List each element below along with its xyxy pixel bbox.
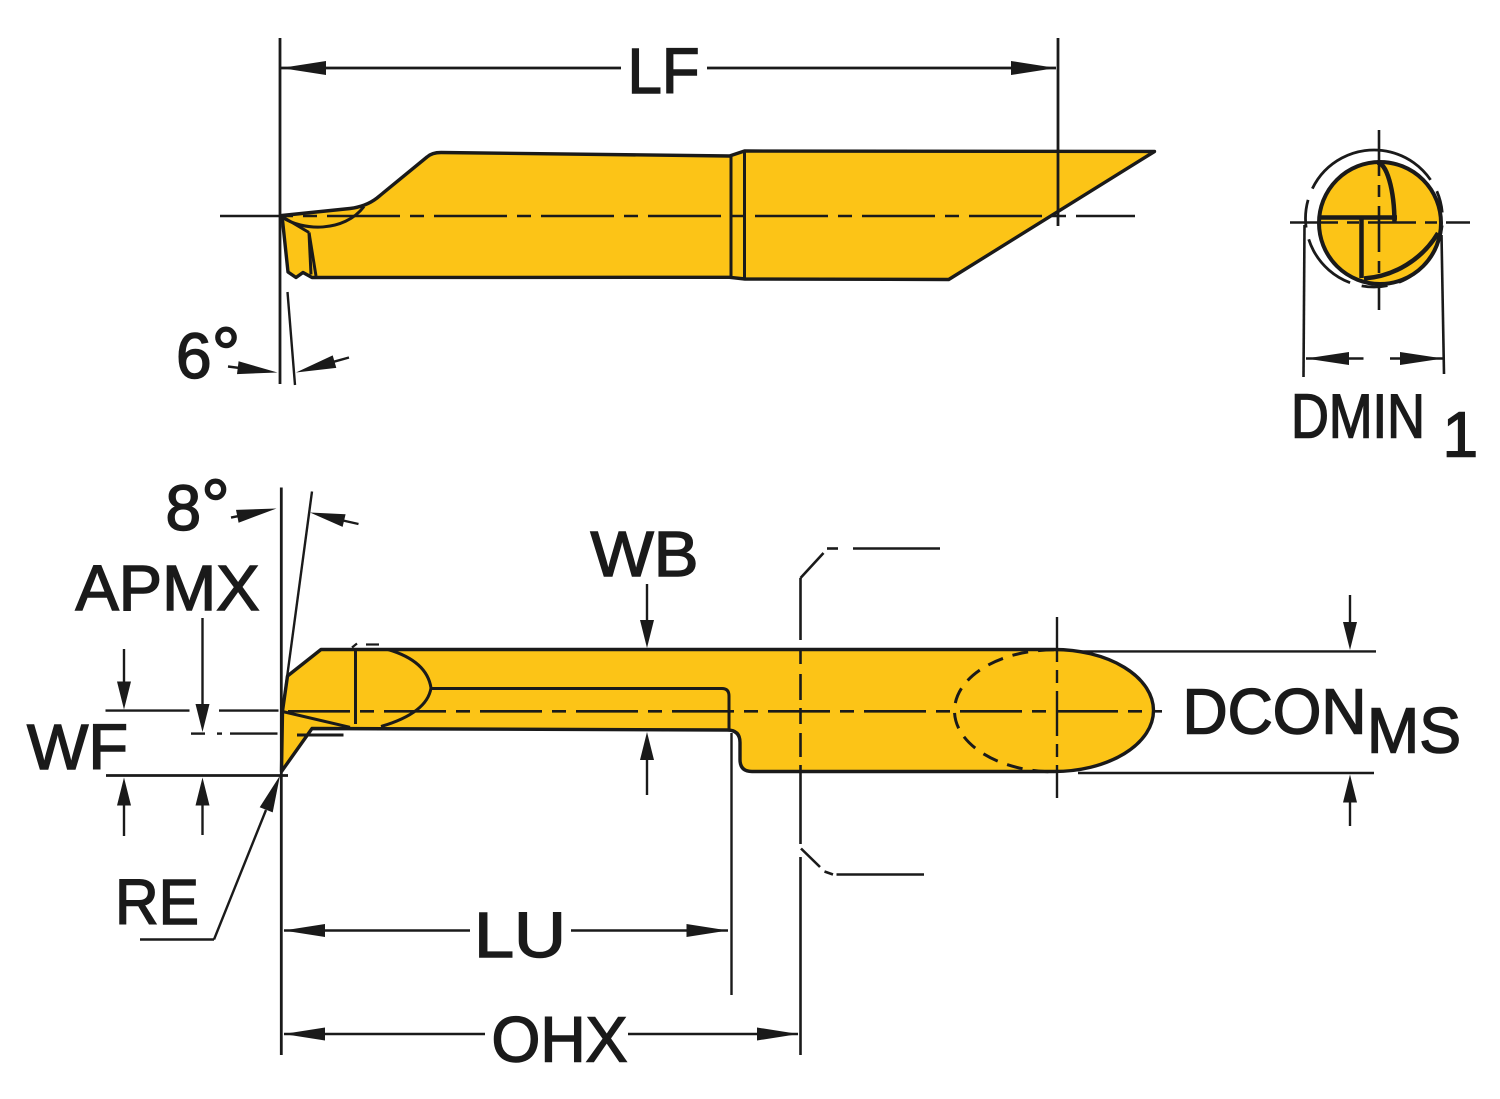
- svg-text:1: 1: [1443, 399, 1479, 471]
- svg-text:APMX: APMX: [76, 552, 260, 624]
- svg-text:MS: MS: [1367, 695, 1461, 767]
- svg-text:WB: WB: [591, 518, 699, 590]
- svg-text:DMIN: DMIN: [1291, 383, 1425, 452]
- svg-text:WF: WF: [27, 711, 128, 783]
- svg-text:LU: LU: [474, 899, 566, 971]
- svg-text:LF: LF: [628, 35, 700, 107]
- svg-text:RE: RE: [115, 866, 199, 938]
- svg-text:DCON: DCON: [1183, 676, 1367, 748]
- svg-text:8°: 8°: [166, 466, 230, 546]
- svg-text:OHX: OHX: [492, 1004, 628, 1076]
- svg-text:6°: 6°: [176, 314, 240, 394]
